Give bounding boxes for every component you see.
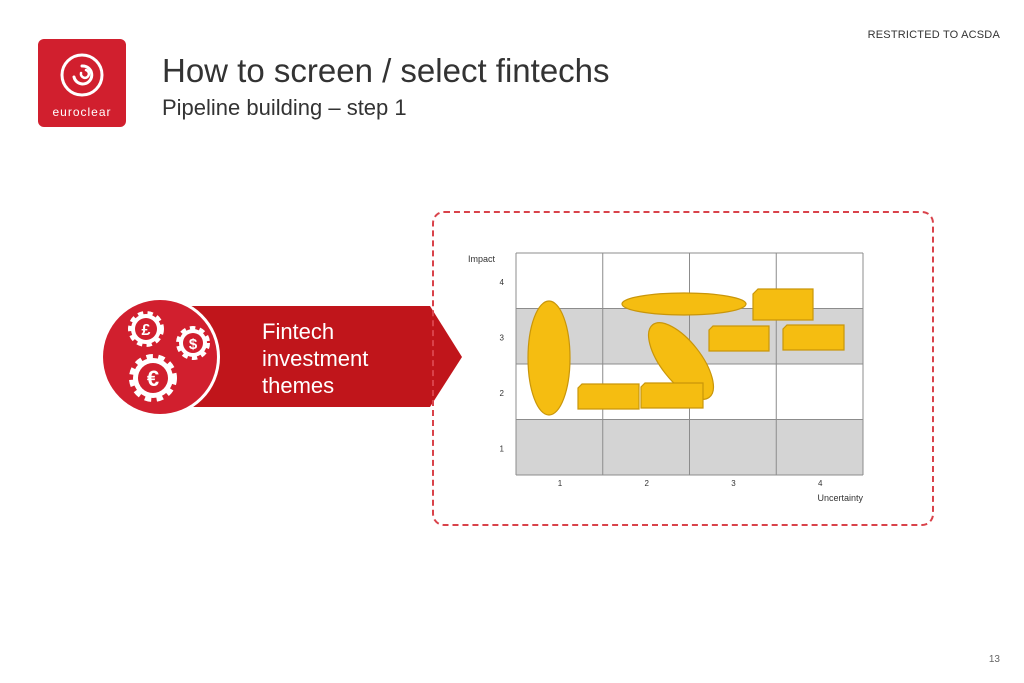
x-tick-label: 3 <box>731 479 736 488</box>
block-bottom-center <box>640 382 704 409</box>
y-tick-label: 1 <box>500 445 505 454</box>
block-mid-right <box>782 324 845 351</box>
euro-gear-icon: € <box>129 354 177 402</box>
classification-label: RESTRICTED TO ACSDA <box>867 29 1000 41</box>
y-axis-label: Impact <box>468 254 496 264</box>
x-axis-label: Uncertainty <box>817 493 863 503</box>
y-tick-label: 3 <box>500 334 505 343</box>
theme-label: Fintech investment themes <box>262 318 432 399</box>
logo-swirl-icon <box>60 53 104 97</box>
pound-symbol: £ <box>142 322 151 339</box>
block-top-right <box>752 288 814 321</box>
theme-arrow-graphic: £ $ € <box>100 297 462 417</box>
euro-symbol: € <box>147 366 159 391</box>
theme-arrow-shape <box>186 306 462 407</box>
diagonal-ellipse <box>647 322 715 400</box>
theme-label-line: themes <box>262 373 335 398</box>
pound-gear-icon: £ <box>128 311 164 347</box>
matrix-shapes <box>527 288 845 416</box>
vertical-ellipse <box>527 300 571 416</box>
dollar-gear-icon: $ <box>176 326 210 360</box>
x-tick-label: 2 <box>645 479 650 488</box>
page-number: 13 <box>988 654 1000 665</box>
block-mid-left <box>708 325 770 352</box>
theme-label-line: Fintech <box>262 319 335 344</box>
logo-wordmark: euroclear <box>52 105 112 119</box>
block-bottom-left <box>577 383 640 410</box>
dollar-symbol: $ <box>189 336 198 353</box>
y-tick-label: 2 <box>500 389 505 398</box>
page-title: How to screen / select fintechs <box>162 52 610 89</box>
euroclear-logo: euroclear <box>38 39 126 127</box>
y-tick-label: 4 <box>500 278 505 287</box>
theme-label-line: investment <box>262 346 369 371</box>
page-subtitle: Pipeline building – step 1 <box>162 95 407 120</box>
matrix-dashed-frame <box>432 211 934 526</box>
x-tick-label: 4 <box>818 479 823 488</box>
horizontal-ellipse <box>621 292 747 316</box>
x-tick-label: 1 <box>558 479 563 488</box>
